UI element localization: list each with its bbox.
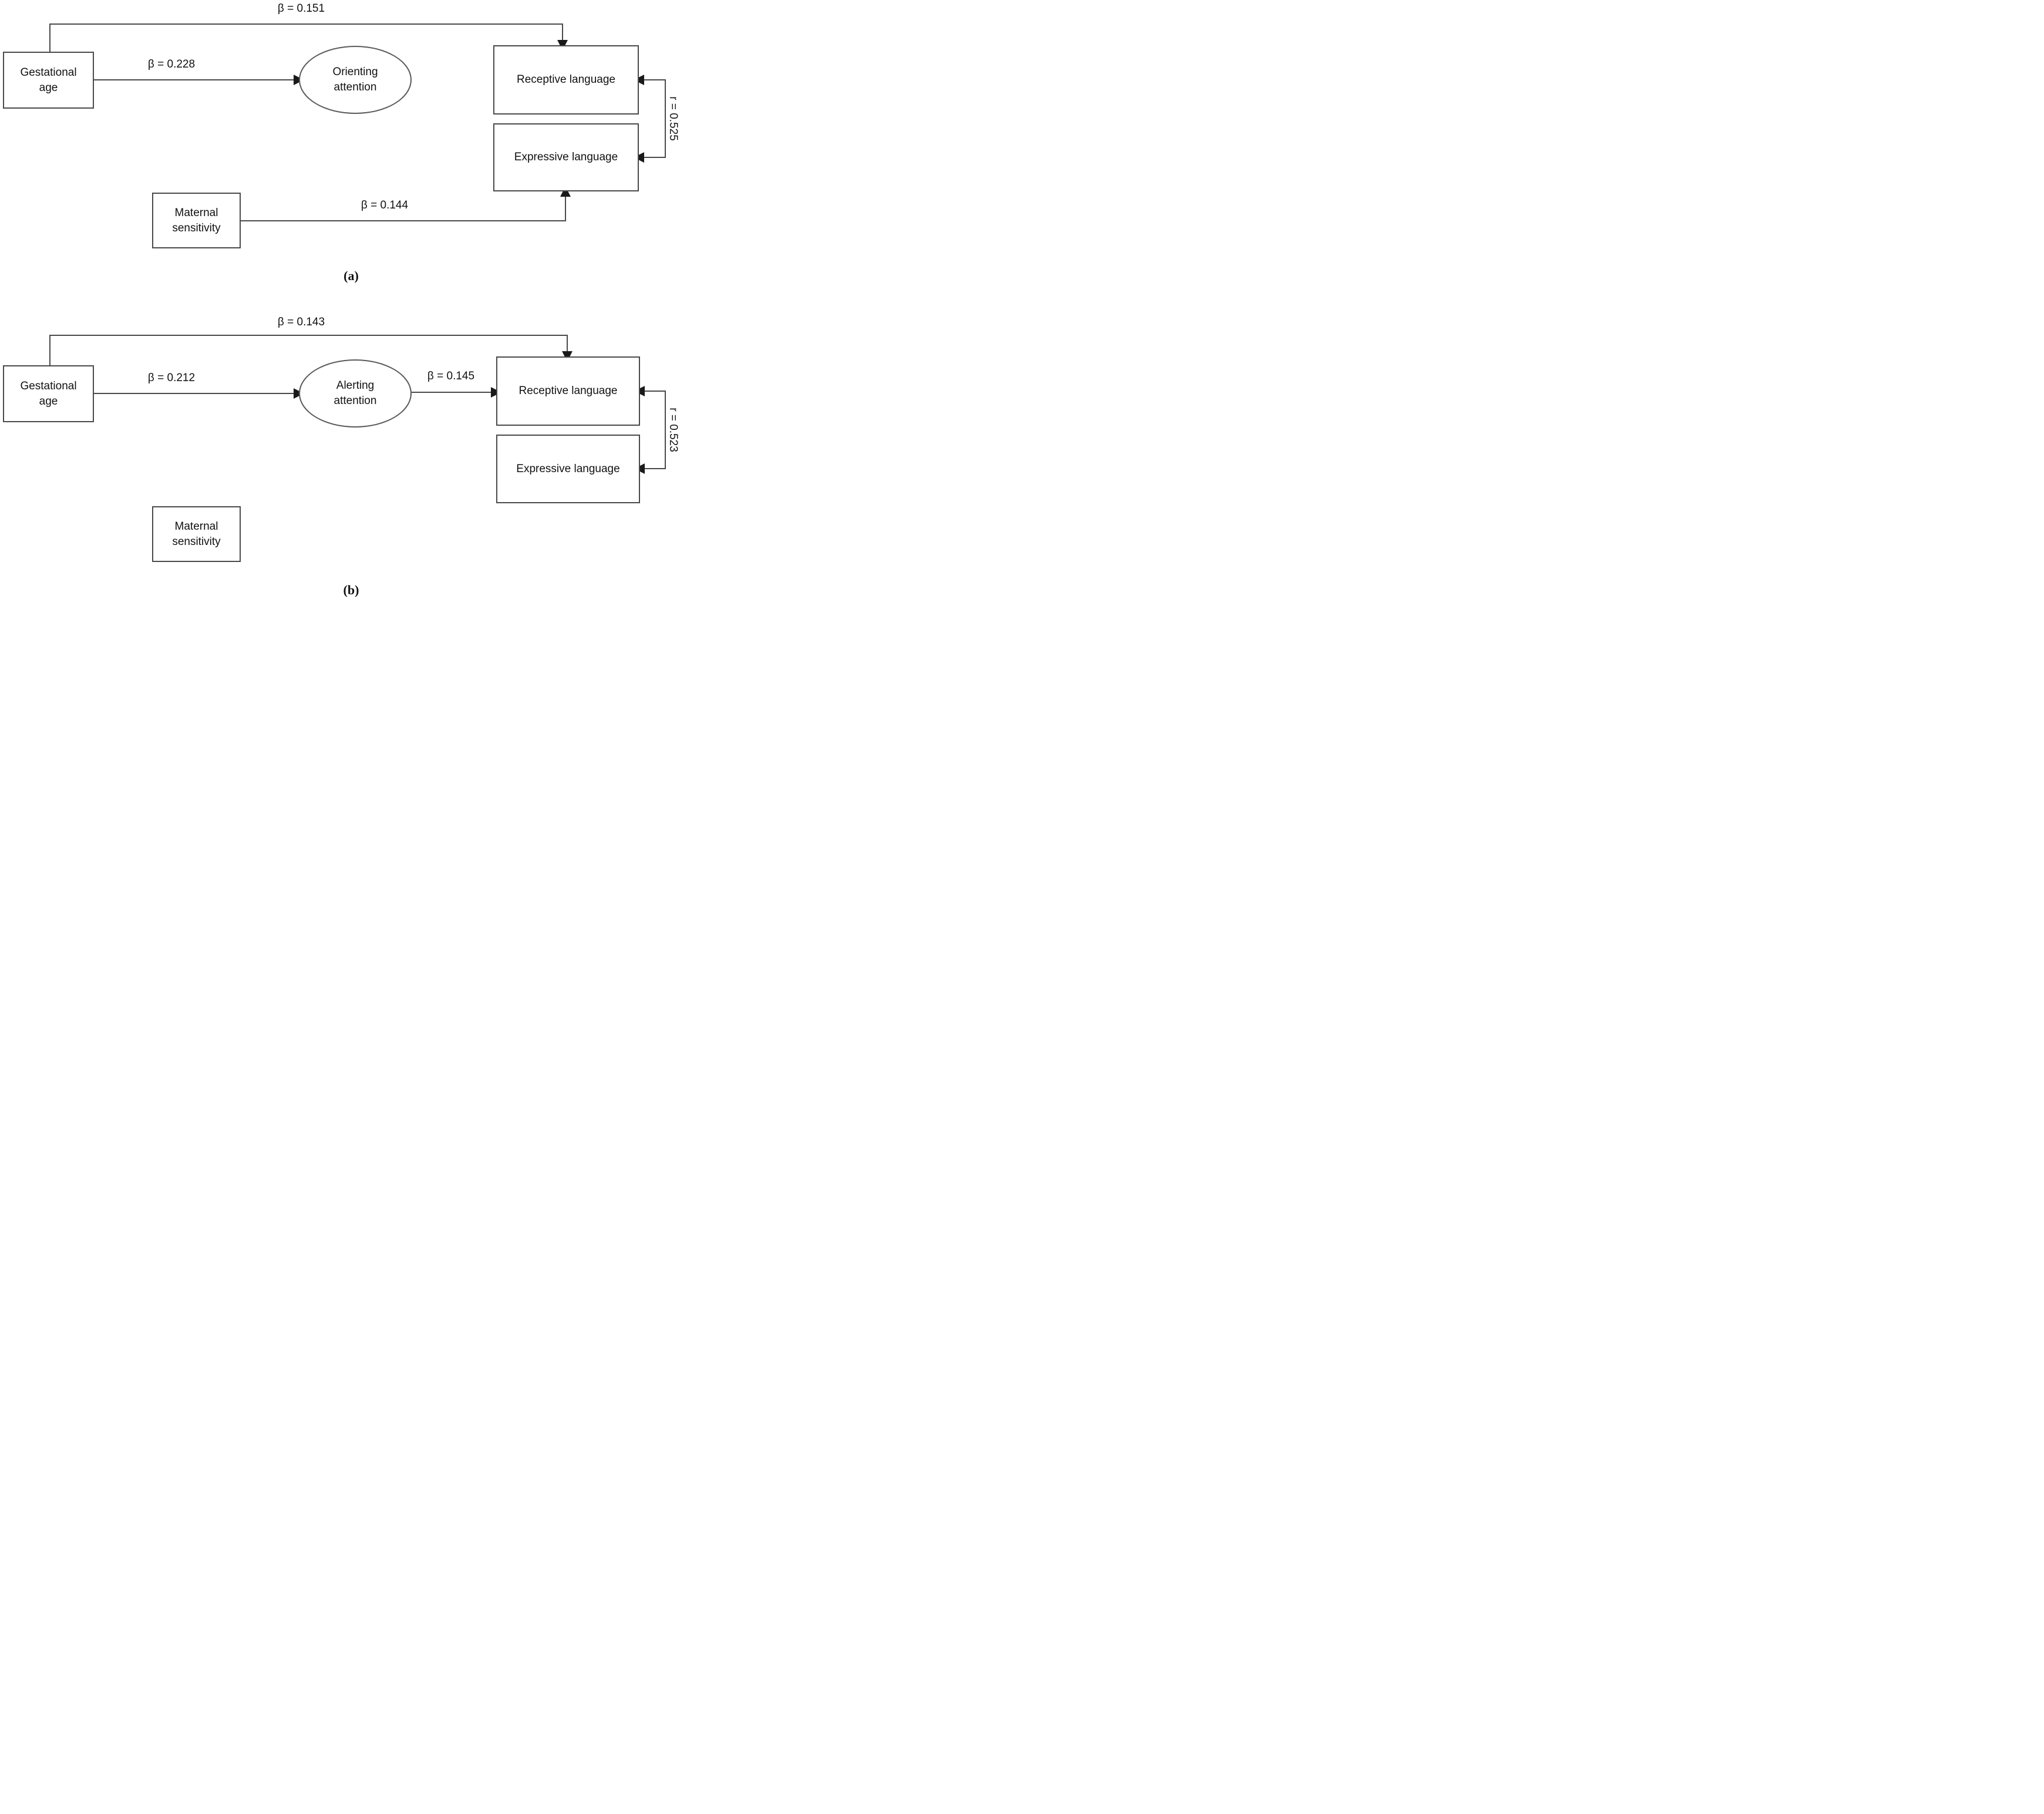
path-diagram-figure: Gestational age Orienting attention Rece… bbox=[0, 0, 681, 605]
coefficient-a-maternal-to-expressive: β = 0.144 bbox=[361, 199, 409, 211]
node-b-maternal-sensitivity: Maternal sensitivity bbox=[152, 506, 241, 562]
connector-a-receptive-expressive-correlation bbox=[634, 75, 666, 163]
arrow-a-maternal-to-expressive bbox=[241, 186, 571, 221]
node-a-orienting-attention-label: Orienting attention bbox=[332, 66, 378, 93]
node-b-gestational-age: Gestational age bbox=[3, 365, 94, 422]
node-a-gestational-age-label: Gestational age bbox=[20, 66, 77, 94]
node-a-orienting-attention: Orienting attention bbox=[299, 46, 412, 114]
connector-lines-layer bbox=[49, 23, 666, 474]
coefficient-b-receptive-expressive-correlation: r = 0.523 bbox=[667, 408, 679, 452]
coefficient-b-ga-to-alerting: β = 0.212 bbox=[147, 372, 196, 384]
coefficient-a-ga-to-orienting: β = 0.228 bbox=[147, 58, 196, 70]
node-b-expressive-language-label: Expressive language bbox=[516, 462, 620, 475]
arrow-b-gestational-to-receptive bbox=[49, 335, 573, 365]
node-b-maternal-sensitivity-label: Maternal sensitivity bbox=[172, 520, 221, 548]
coefficient-b-alerting-to-receptive: β = 0.145 bbox=[427, 370, 475, 382]
node-a-receptive-language: Receptive language bbox=[493, 45, 639, 115]
coefficient-b-ga-to-receptive: β = 0.143 bbox=[277, 316, 325, 328]
node-b-receptive-language-label: Receptive language bbox=[518, 385, 618, 398]
node-a-maternal-sensitivity-label: Maternal sensitivity bbox=[172, 206, 221, 234]
panel-a-label: (a) bbox=[344, 268, 359, 283]
node-b-alerting-attention-label: Alerting attention bbox=[334, 379, 377, 407]
arrow-a-gestational-to-receptive bbox=[49, 23, 568, 52]
node-b-alerting-attention: Alerting attention bbox=[299, 359, 412, 428]
node-a-maternal-sensitivity: Maternal sensitivity bbox=[152, 193, 241, 248]
connector-b-receptive-expressive-correlation bbox=[634, 386, 666, 474]
node-b-receptive-language: Receptive language bbox=[496, 356, 640, 426]
node-a-expressive-language-label: Expressive language bbox=[514, 151, 618, 164]
node-a-expressive-language: Expressive language bbox=[493, 123, 639, 191]
node-a-receptive-language-label: Receptive language bbox=[517, 73, 615, 86]
coefficient-a-ga-to-receptive: β = 0.151 bbox=[277, 2, 325, 15]
coefficient-a-receptive-expressive-correlation: r = 0.525 bbox=[667, 96, 679, 141]
node-a-gestational-age: Gestational age bbox=[3, 52, 94, 109]
node-b-gestational-age-label: Gestational age bbox=[20, 379, 77, 408]
node-b-expressive-language: Expressive language bbox=[496, 435, 640, 503]
panel-b-label: (b) bbox=[343, 583, 359, 597]
